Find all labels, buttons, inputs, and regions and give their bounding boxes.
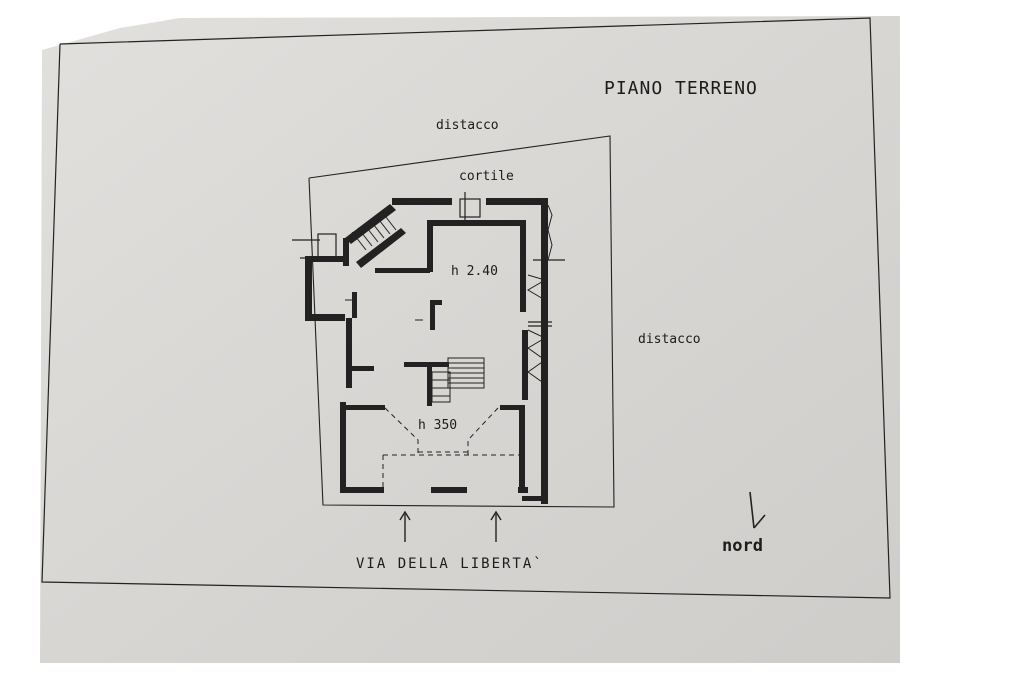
ceiling-height-lower: h 350 (418, 418, 458, 433)
entrance-arrows (399, 510, 502, 542)
plan-title: PIANO TERRENO (604, 78, 758, 99)
paper (40, 16, 900, 663)
wall-details (345, 204, 553, 385)
site-boundary (308, 135, 615, 508)
boundary-label-right: distacco (638, 332, 701, 347)
boundary-label-top: distacco (436, 118, 499, 133)
entrance-area (382, 407, 523, 490)
openings (292, 192, 565, 327)
stair-central (431, 357, 485, 403)
courtyard-label: cortile (459, 169, 514, 184)
north-arrow-icon (749, 491, 766, 529)
stair-upper (351, 211, 397, 251)
drawing-frame (41, 17, 891, 599)
ceiling-height-upper: h 2.40 (451, 264, 498, 279)
north-label: nord (722, 536, 763, 556)
street-label: VIA DELLA LIBERTA` (356, 556, 544, 572)
